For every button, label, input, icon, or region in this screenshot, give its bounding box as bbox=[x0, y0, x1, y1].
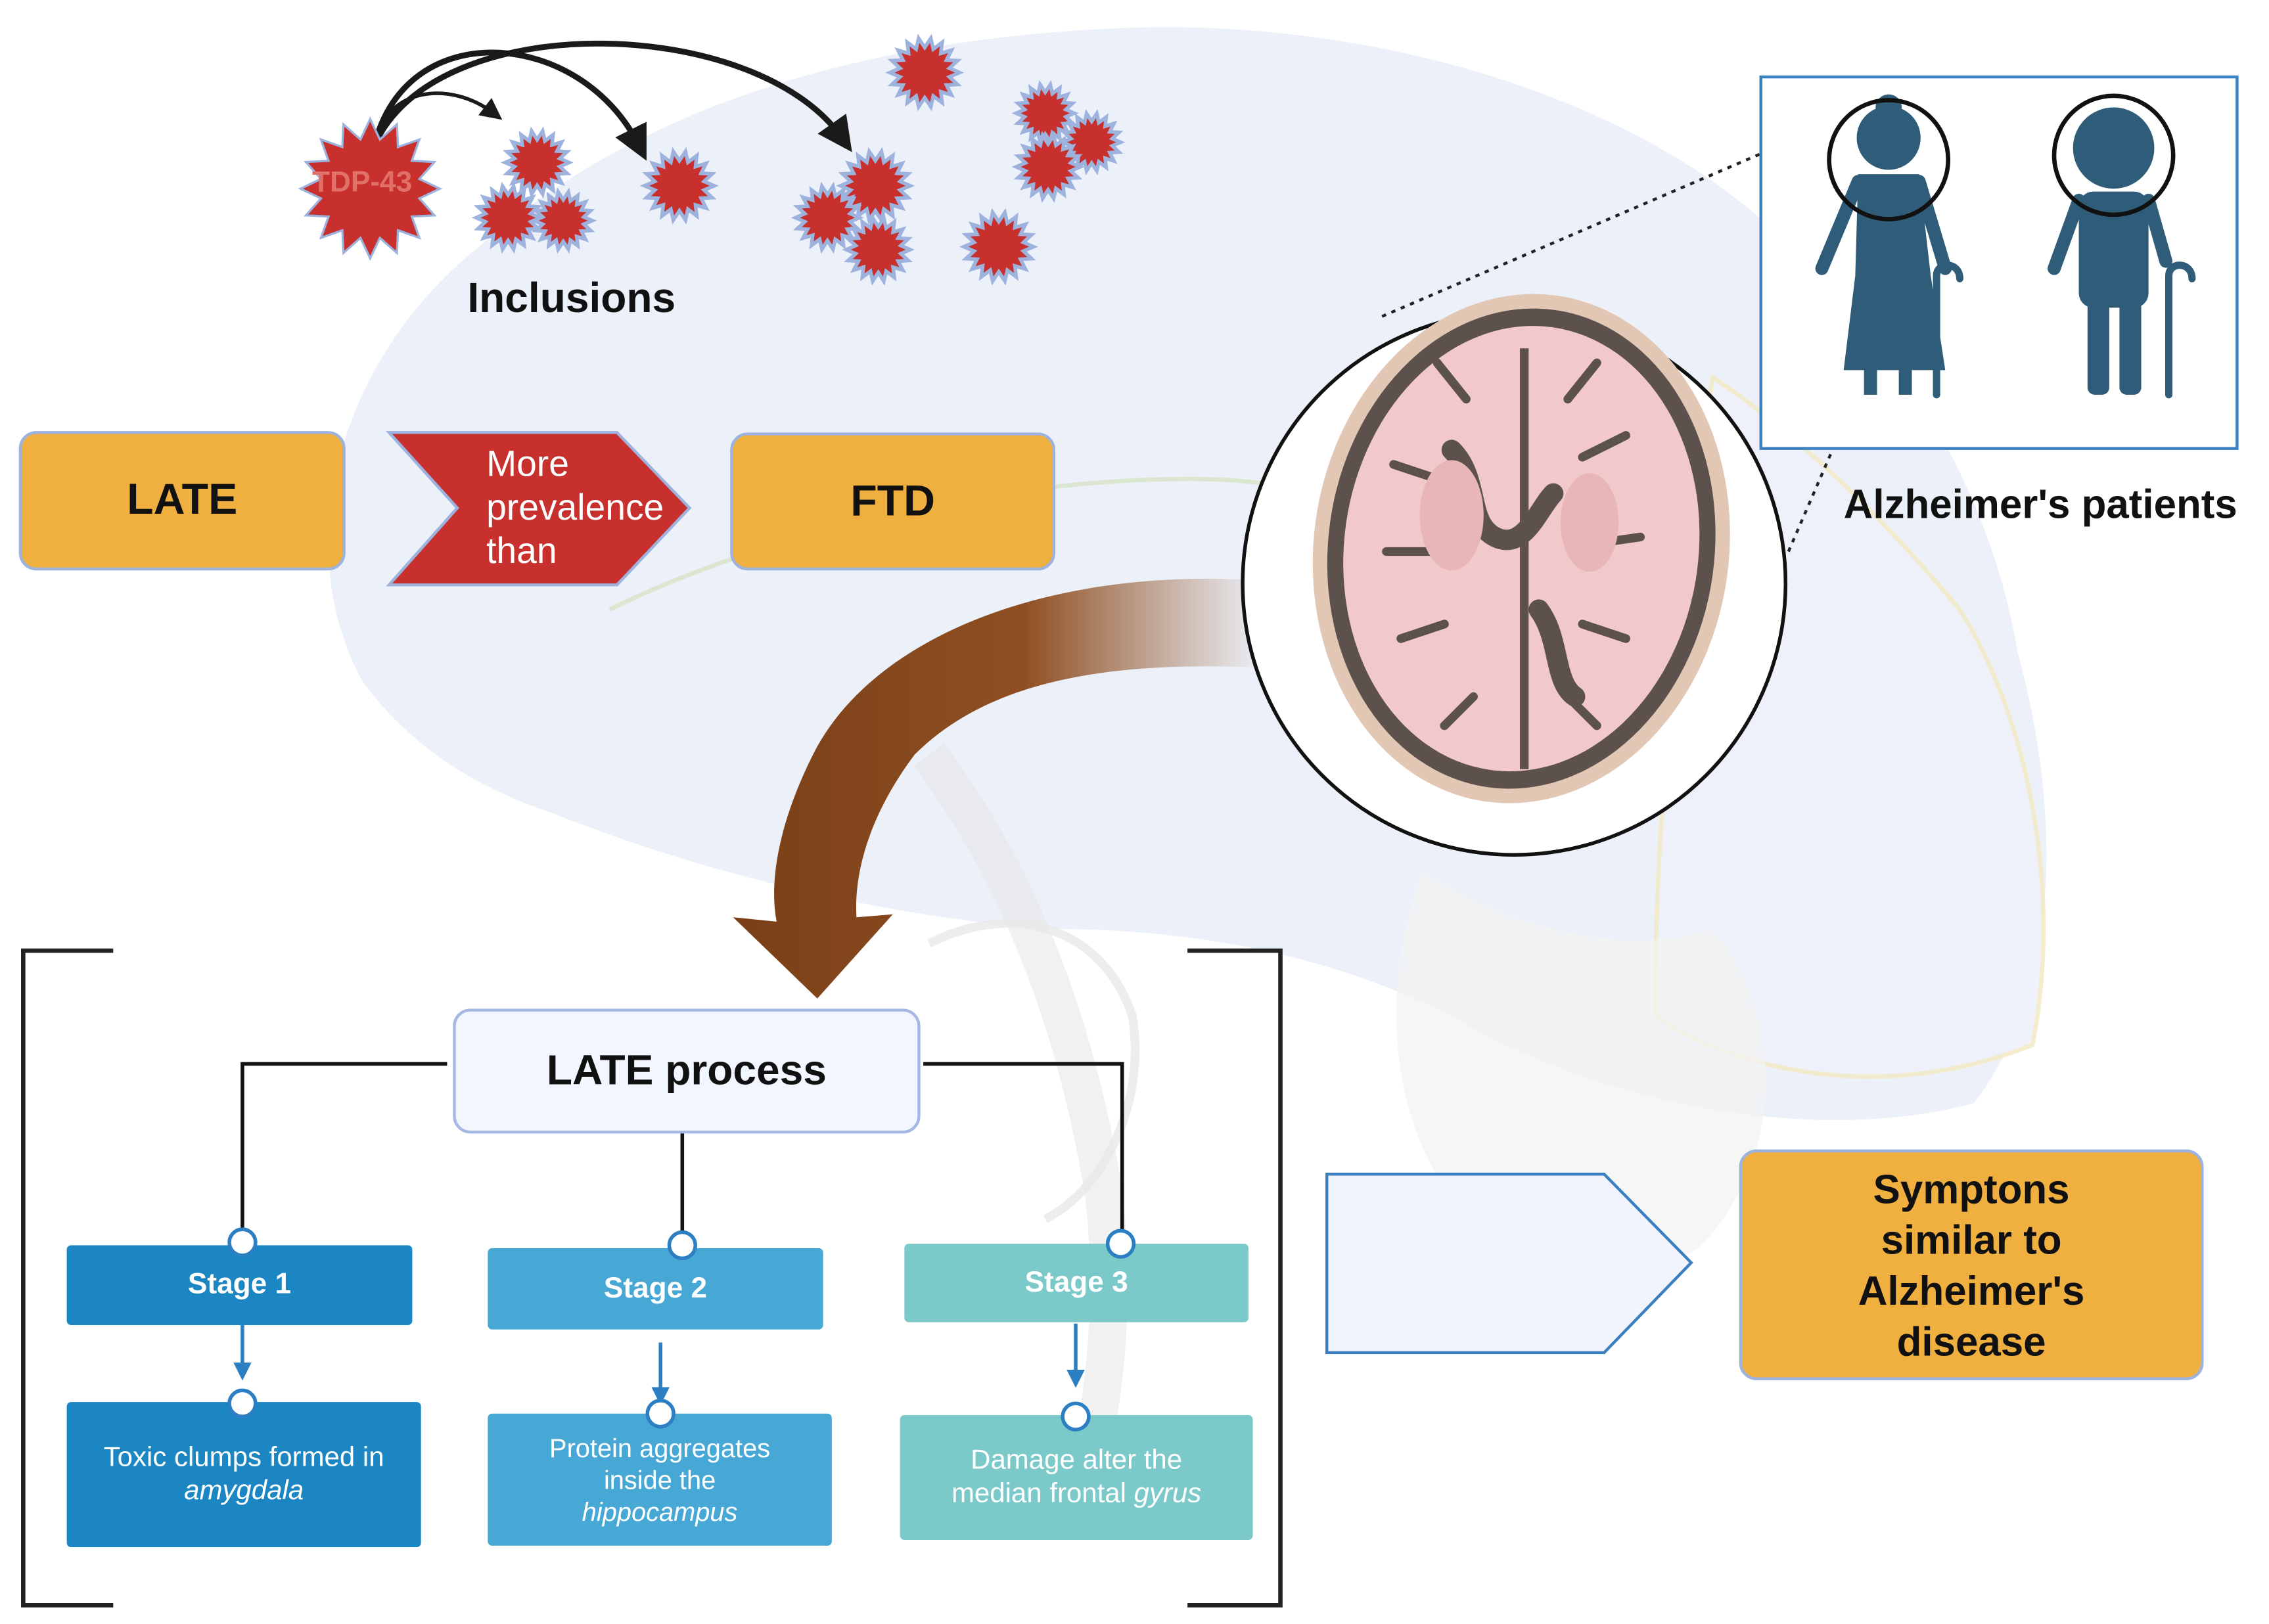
inclusion-particle bbox=[639, 147, 719, 225]
stage3-box: Stage 3 bbox=[904, 1244, 1249, 1322]
stage2-desc-italic: hippocampus bbox=[582, 1497, 738, 1526]
patients-frame bbox=[1759, 75, 2239, 450]
prevalence-line-1: More bbox=[486, 444, 569, 485]
male-patient-icon bbox=[2048, 107, 2196, 399]
spread-arrow-medium bbox=[371, 49, 647, 161]
prevalence-line-3: than bbox=[486, 531, 557, 572]
tdp43-inclusions bbox=[298, 34, 1126, 286]
spread-arrow-large bbox=[371, 41, 852, 152]
male-head-highlight bbox=[2051, 93, 2176, 217]
prevalence-chevron bbox=[386, 431, 692, 587]
stage3-desc-italic: gyrus bbox=[1134, 1479, 1202, 1510]
stage1-description: Toxic clumps formed in amygdala bbox=[66, 1402, 421, 1548]
inclusions-label: Inclusions bbox=[467, 275, 676, 323]
brown-curved-arrow bbox=[733, 578, 1264, 999]
stage1-box: Stage 1 bbox=[66, 1245, 413, 1325]
tdp43-particle bbox=[298, 116, 443, 261]
inclusion-particle bbox=[885, 34, 965, 112]
stage2-box: Stage 2 bbox=[488, 1248, 823, 1330]
female-head-highlight bbox=[1827, 98, 1951, 221]
bracket-left bbox=[21, 948, 114, 1608]
result-arrow bbox=[1325, 1173, 1693, 1355]
stage3-description: Damage alter the median frontal gyrus bbox=[900, 1414, 1253, 1540]
inclusion-particle bbox=[836, 147, 915, 225]
inclusion-particle bbox=[959, 208, 1038, 286]
female-patient-icon bbox=[1815, 94, 1963, 399]
inclusion-particle bbox=[471, 181, 545, 254]
stage2-description: Protein aggregates inside the hippocampu… bbox=[488, 1413, 832, 1546]
inclusion-particle bbox=[500, 126, 574, 199]
prevalence-text: More prevalence than bbox=[486, 443, 664, 574]
stage1-desc-text: Toxic clumps formed in bbox=[103, 1442, 384, 1474]
stage1-desc-italic: amygdala bbox=[184, 1476, 304, 1507]
inclusion-particle bbox=[1011, 131, 1085, 203]
stage3-desc-text: Damage alter the median frontal bbox=[951, 1445, 1183, 1510]
ftd-box: FTD bbox=[730, 432, 1056, 571]
stage2-desc-text: Protein aggregates inside the bbox=[549, 1433, 771, 1495]
late-process-box: LATE process bbox=[453, 1008, 921, 1134]
tree-connector-right bbox=[923, 1062, 1124, 1241]
inclusion-particle bbox=[791, 181, 864, 254]
prevalence-line-2: prevalence bbox=[486, 487, 664, 529]
inclusion-particle bbox=[842, 214, 915, 286]
tree-connector-left bbox=[241, 1062, 447, 1241]
patients-label: Alzheimer's patients bbox=[1843, 482, 2237, 527]
inclusion-particle bbox=[1011, 79, 1079, 147]
late-box: LATE bbox=[18, 431, 346, 571]
inclusion-particle bbox=[530, 187, 597, 254]
tdp43-label: TDP-43 bbox=[311, 167, 413, 199]
axial-brain-scan bbox=[1241, 294, 1788, 857]
bracket-right bbox=[1187, 948, 1283, 1608]
symptoms-box: Symptons similar to Alzheimer's disease bbox=[1739, 1149, 2204, 1380]
